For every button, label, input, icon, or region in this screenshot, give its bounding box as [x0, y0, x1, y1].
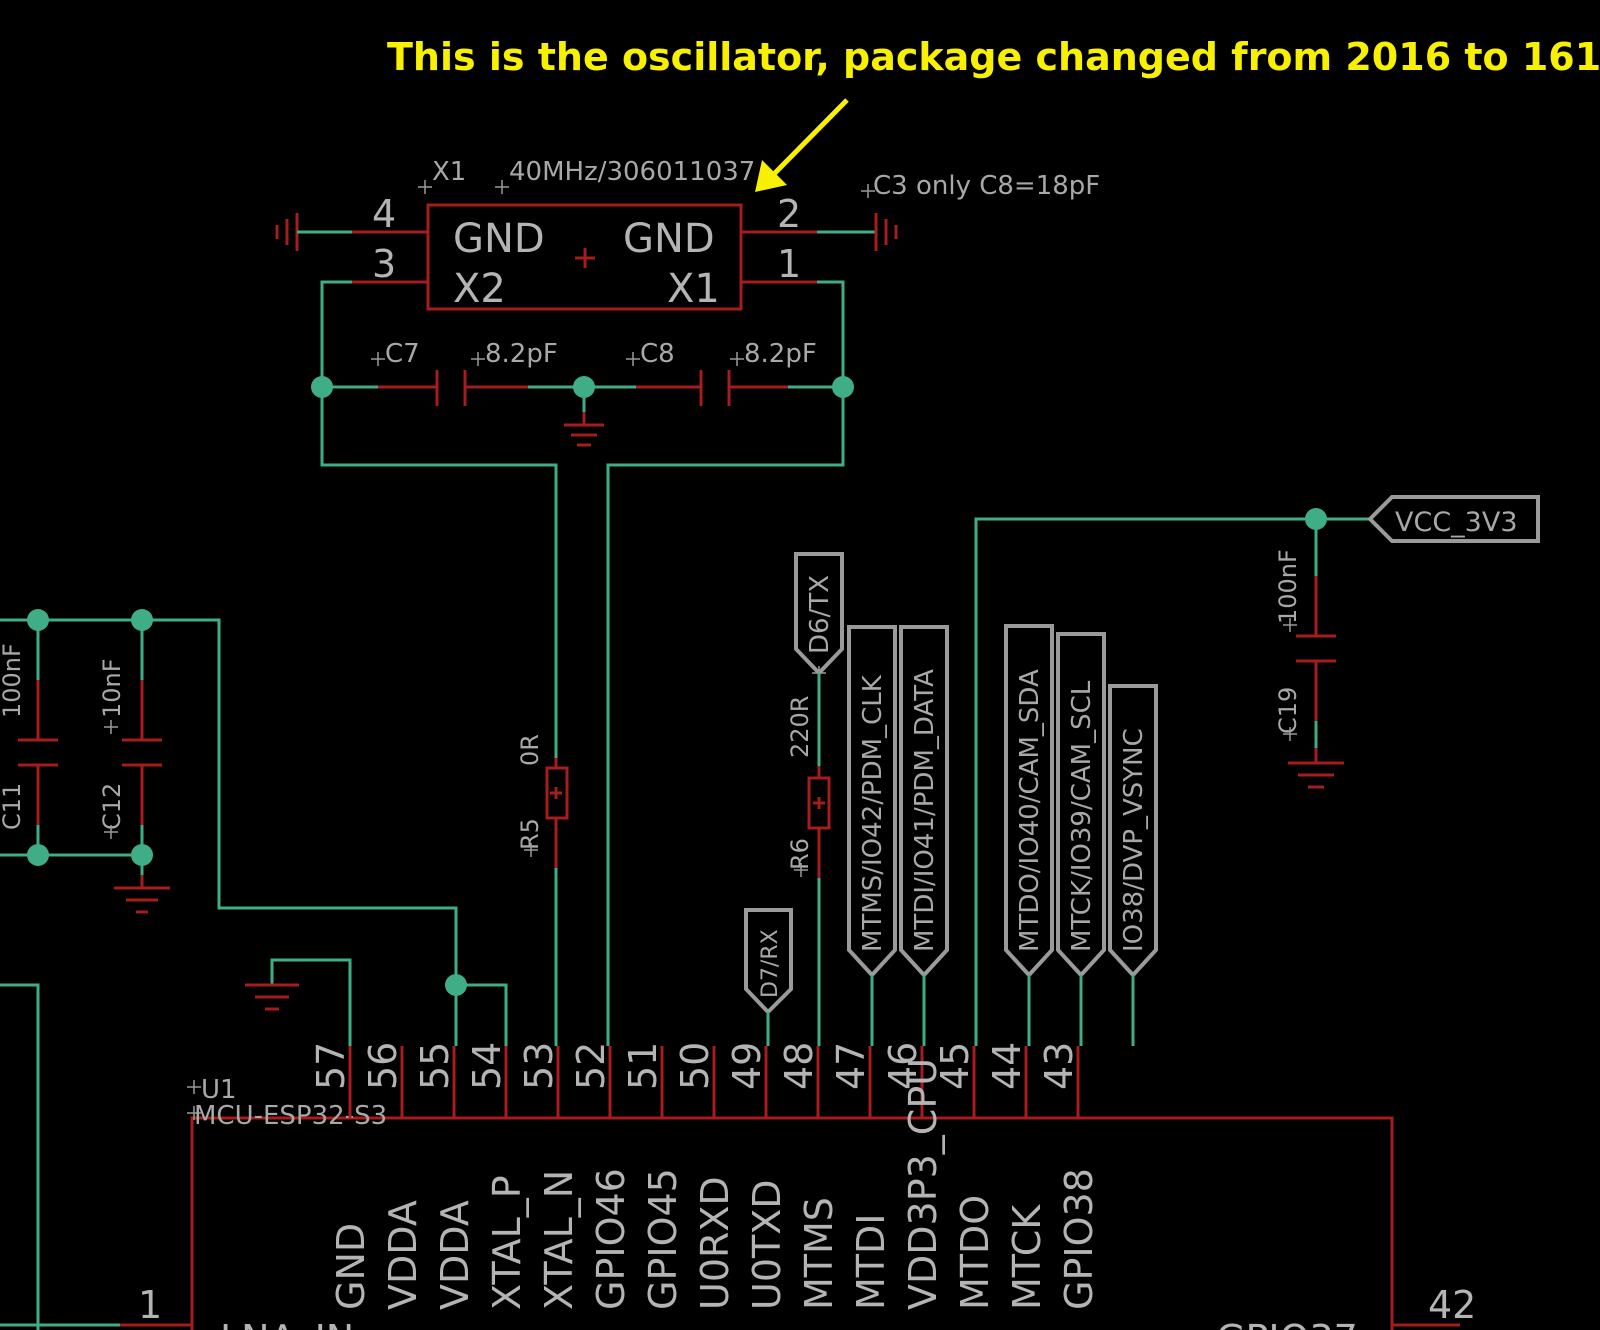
crystal-pin-4: 4	[372, 192, 396, 236]
mcu-pin-52-number: 52	[569, 1042, 613, 1090]
mcu-pin-56-name: VDDA	[381, 1200, 425, 1310]
mcu-pin-48-number: 48	[777, 1042, 821, 1090]
crystal-pin-x1: X1	[667, 266, 720, 312]
net-label-vcc-3v3[interactable]: VCC_3V3	[1367, 495, 1540, 543]
mcu-pin-49-number: 49	[725, 1042, 769, 1090]
crystal-value: 40MHz/306011037	[509, 157, 755, 187]
mcu-pin-43-name: GPIO38	[1057, 1168, 1101, 1310]
mcu-pin-52-name: GPIO46	[589, 1168, 633, 1310]
ground-icon	[817, 213, 898, 251]
d7-label: D7/RX	[758, 929, 783, 998]
mcu-pin-55-name: VDDA	[433, 1200, 477, 1310]
mcu-pin-57-number: 57	[309, 1042, 353, 1090]
mcu-pin-44-name: MTCK	[1005, 1204, 1049, 1310]
c19-ref: C19	[1274, 687, 1302, 734]
crystal-pin-x2: X2	[453, 266, 506, 312]
annotation-arrow-icon	[755, 98, 849, 192]
crystal-pin-gnd-right: GND	[623, 216, 715, 262]
r5-value: 0R	[516, 734, 544, 766]
resistor-r6[interactable]: R6 220R	[786, 696, 831, 878]
mcu-pin-47-name: MTDI	[849, 1214, 893, 1310]
mcu-pin-50-number: 50	[673, 1042, 717, 1090]
mcu-pin-1-name: LNA_IN	[220, 1317, 354, 1330]
r5-ref: R5	[516, 818, 544, 850]
mcu-pin-57-name: GND	[329, 1223, 373, 1310]
capacitor-c8[interactable]: C8 8.2pF	[626, 339, 817, 406]
ground-icon	[245, 958, 352, 1046]
net-label-mtms[interactable]: MTMS/IO42/PDM_CLK	[847, 625, 897, 978]
mcu-ref: U1	[201, 1075, 237, 1105]
r6-value: 220R	[786, 696, 814, 758]
mtms-label: MTMS/IO42/PDM_CLK	[858, 674, 888, 952]
mcu-pin-54-number: 54	[465, 1042, 509, 1090]
mcu-pin-48-name: MTMS	[797, 1197, 841, 1310]
mcu-pin-53-number: 53	[517, 1042, 561, 1090]
mcu-pin-46-number: 46	[881, 1042, 925, 1090]
c8-ref: C8	[640, 339, 675, 369]
crystal-pin-1: 1	[777, 242, 801, 286]
mtdo-label: MTDO/IO40/CAM_SDA	[1015, 669, 1045, 952]
net-label-mtdo[interactable]: MTDO/IO40/CAM_SDA	[1004, 624, 1054, 978]
net-label-d7-rx[interactable]: D7/RX	[744, 908, 793, 1015]
mcu-pin-50-name: U0RXD	[693, 1176, 737, 1310]
mcu-value: MCU-ESP32-S3	[194, 1101, 387, 1131]
r6-ref: R6	[786, 838, 814, 870]
mcu-pin-49-name: U0TXD	[745, 1180, 789, 1311]
mcu-pin-51-number: 51	[621, 1042, 665, 1090]
mcu-pin-1-num: 1	[138, 1283, 162, 1327]
crystal-pin-2: 2	[777, 192, 801, 236]
capacitor-c7[interactable]: C7 8.2pF	[371, 339, 558, 406]
crystal-pin-3: 3	[372, 242, 396, 286]
mcu-pin-56-number: 56	[361, 1042, 405, 1090]
mtck-label: MTCK/IO39/CAM_SCL	[1067, 680, 1097, 952]
mcu-pin-46-name: VDD3P3_CPU	[901, 1058, 945, 1310]
crystal-x1[interactable]: GND GND X2 X1 4 3 2 1 X1 40MHz/306011037	[352, 157, 817, 312]
capacitor-c19[interactable]: 100nF C19	[1274, 519, 1336, 748]
c12-value: 10nF	[98, 658, 126, 718]
ground-icon	[275, 213, 352, 251]
c11-value: 100nF	[0, 643, 26, 718]
c19-value: 100nF	[1274, 549, 1302, 624]
crystal-ref: X1	[432, 157, 466, 187]
mcu-pin-51-name: GPIO45	[641, 1168, 685, 1310]
resistor-r5[interactable]: R5 0R	[516, 734, 569, 868]
ground-icon	[114, 855, 170, 914]
c11-ref: C11	[0, 783, 26, 830]
mcu-pin-55-number: 55	[413, 1042, 457, 1090]
c7-ref: C7	[385, 339, 420, 369]
ground-icon	[1288, 748, 1344, 789]
mcu-pin-53-name: XTAL_N	[537, 1170, 581, 1310]
mcu-pin-47-number: 47	[829, 1042, 873, 1090]
c3-note: C3 only C8=18pF	[873, 171, 1100, 201]
io38-label: IO38/DVP_VSYNC	[1119, 728, 1149, 952]
mcu-pin-42-num: 42	[1428, 1283, 1476, 1327]
capacitor-c11[interactable]: 100nF C11	[0, 620, 58, 855]
vcc-label: VCC_3V3	[1395, 507, 1518, 538]
c7-value: 8.2pF	[485, 339, 558, 369]
mcu-pin-45-name: MTDO	[953, 1195, 997, 1310]
mtdi-label: MTDI/IO41/PDM_DATA	[910, 669, 940, 952]
net-label-io38[interactable]: IO38/DVP_VSYNC	[1108, 684, 1158, 978]
ground-icon	[564, 387, 604, 447]
crystal-pin-gnd-left: GND	[453, 216, 545, 262]
capacitor-c12[interactable]: 10nF C12	[98, 620, 162, 855]
mcu-pin-45-number: 45	[933, 1042, 977, 1090]
net-label-d6-tx[interactable]: D6/TX	[794, 552, 844, 680]
mcu-pin-44-number: 44	[985, 1042, 1029, 1090]
net-label-mtck[interactable]: MTCK/IO39/CAM_SCL	[1056, 632, 1106, 978]
d6-label: D6/TX	[805, 575, 835, 654]
mcu-pin-54-name: XTAL_P	[485, 1175, 529, 1310]
c12-ref: C12	[98, 783, 126, 830]
mcu-pin-42-name: GPIO37	[1216, 1317, 1358, 1330]
mcu-pin-43-number: 43	[1037, 1042, 1081, 1090]
annotation-text: This is the oscillator, package changed …	[387, 35, 1600, 79]
c8-value: 8.2pF	[744, 339, 817, 369]
mcu-u1[interactable]: U1 MCU-ESP32-S3 1 LNA_IN 42 GPIO37	[120, 1075, 1476, 1330]
net-label-mtdi[interactable]: MTDI/IO41/PDM_DATA	[899, 625, 949, 978]
